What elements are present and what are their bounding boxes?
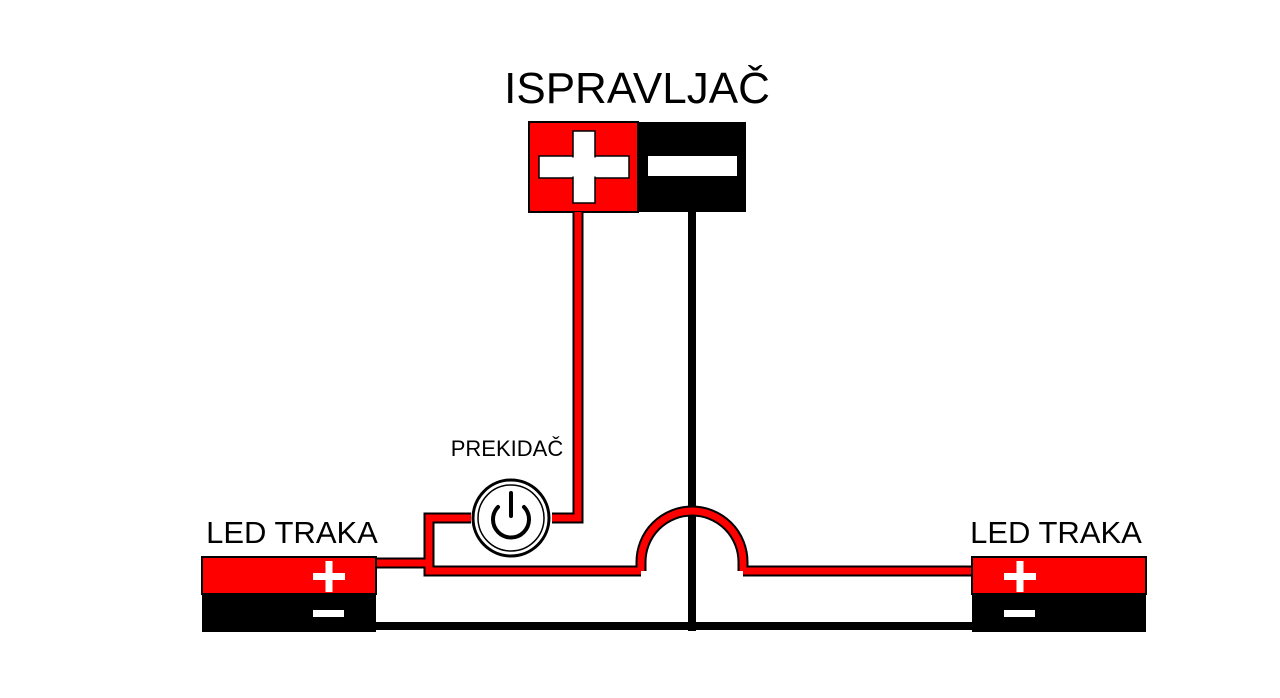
led-strip-right	[971, 556, 1147, 632]
led-strip-right-label: LED TRAKA	[970, 515, 1142, 550]
led-strip-left-label: LED TRAKA	[206, 515, 378, 550]
switch-ring	[477, 484, 545, 552]
minus-icon	[313, 610, 344, 617]
positive-wires	[376, 212, 972, 577]
led-strip-left-negative	[202, 594, 376, 632]
led-strip-right-negative	[972, 594, 1146, 632]
led-strip-right-positive	[971, 556, 1147, 595]
minus-icon	[648, 156, 737, 176]
power-switch[interactable]	[471, 478, 551, 558]
minus-icon	[1004, 610, 1035, 617]
plus-icon	[313, 561, 345, 592]
rectifier-label: ISPRAVLJAČ	[504, 63, 770, 113]
plus-icon	[538, 130, 630, 204]
led-strip-left-positive	[201, 556, 377, 595]
power-icon	[491, 491, 531, 540]
plus-icon	[1004, 561, 1036, 592]
rectifier	[528, 121, 746, 213]
negative-wires	[376, 212, 972, 631]
switch-label: PREKIDAČ	[451, 436, 564, 461]
led-strip-left	[201, 556, 377, 632]
